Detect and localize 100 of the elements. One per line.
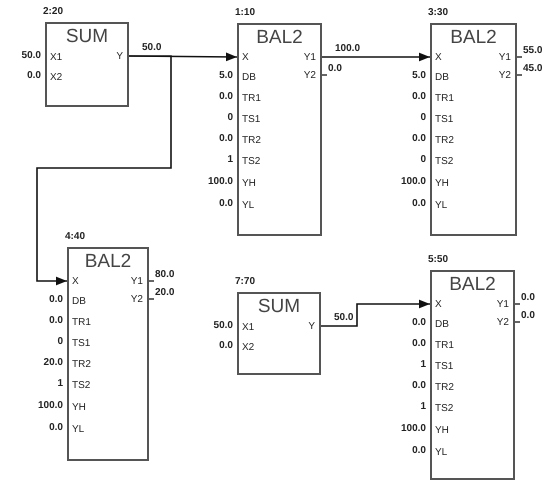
pin-value: 0 bbox=[420, 113, 426, 123]
pin-label: X bbox=[435, 53, 442, 63]
pin-value: 100.0 bbox=[38, 401, 63, 411]
pin-label: TR1 bbox=[435, 341, 454, 351]
pin-label: X1 bbox=[242, 323, 254, 333]
pin-label: X2 bbox=[242, 343, 254, 353]
pin-label: DB bbox=[435, 73, 449, 83]
pin-value: 0.0 bbox=[219, 199, 233, 209]
pin-value: 0 bbox=[420, 155, 426, 165]
pin-value: 1 bbox=[420, 402, 426, 412]
block-title: SUM bbox=[256, 297, 302, 316]
pin-label: YH bbox=[72, 403, 86, 413]
pin-label: Y bbox=[308, 322, 315, 332]
pin-value: 55.0 bbox=[523, 46, 542, 56]
pin-value: 0.0 bbox=[219, 92, 233, 102]
pin-value: 0.0 bbox=[219, 134, 233, 144]
block-title: BAL2 bbox=[448, 275, 497, 294]
pin-label: X bbox=[72, 277, 79, 287]
pin-label: TR1 bbox=[242, 94, 261, 104]
pin-label: TR1 bbox=[72, 318, 91, 328]
block-id: 3:30 bbox=[428, 8, 448, 18]
pin-value: 1 bbox=[420, 360, 426, 370]
block-title: BAL2 bbox=[84, 252, 132, 271]
pin-label: TS2 bbox=[435, 404, 454, 414]
pin-label: Y1 bbox=[304, 53, 316, 63]
pin-label: X1 bbox=[50, 53, 62, 63]
pin-label: YH bbox=[435, 426, 449, 436]
pin-value: 0.0 bbox=[521, 311, 535, 321]
pin-label: X bbox=[435, 300, 442, 310]
pin-label: Y2 bbox=[498, 71, 511, 81]
pin-label: DB bbox=[242, 73, 256, 83]
connector-arrow bbox=[322, 52, 430, 62]
pin-value: 5.0 bbox=[412, 71, 426, 81]
pin-label: Y bbox=[116, 52, 123, 62]
pin-label: X bbox=[242, 53, 249, 63]
pin-label: YL bbox=[72, 425, 84, 435]
pin-label: YH bbox=[435, 179, 449, 189]
block-title: BAL2 bbox=[255, 28, 304, 47]
pin-value: 0.0 bbox=[49, 316, 63, 326]
pin-label: DB bbox=[72, 297, 86, 307]
pin-value: 0.0 bbox=[412, 199, 426, 209]
pin-value: 100.0 bbox=[400, 424, 426, 434]
pin-label: TS2 bbox=[72, 381, 90, 391]
pin-label: Y2 bbox=[496, 318, 509, 328]
block-title: BAL2 bbox=[449, 28, 498, 47]
pin-label: TS1 bbox=[435, 115, 454, 125]
pin-label: TR1 bbox=[435, 94, 454, 104]
pin-value: 1 bbox=[227, 155, 233, 165]
function-block bbox=[237, 23, 322, 236]
function-block bbox=[430, 23, 517, 236]
pin-value: 0.0 bbox=[412, 381, 426, 391]
edge-label: 50.0 bbox=[333, 313, 354, 323]
pin-label: TS1 bbox=[72, 339, 90, 349]
pin-label: TS2 bbox=[435, 157, 454, 167]
edge-label: 50.0 bbox=[141, 43, 162, 53]
pin-label: TR2 bbox=[435, 383, 454, 393]
pin-value: 100.0 bbox=[400, 177, 426, 187]
block-title: SUM bbox=[64, 27, 110, 46]
pin-value: 80.0 bbox=[155, 270, 174, 280]
pin-value: 0 bbox=[57, 337, 63, 347]
pin-label: TS1 bbox=[435, 362, 454, 372]
function-block bbox=[67, 247, 149, 461]
pin-value: 1 bbox=[57, 379, 63, 389]
pin-label: X2 bbox=[50, 73, 62, 83]
pin-label: YL bbox=[435, 201, 448, 211]
connector-arrow bbox=[321, 300, 430, 327]
pin-label: TS2 bbox=[242, 157, 260, 167]
block-id: 4:40 bbox=[65, 232, 86, 242]
pin-value: 0.0 bbox=[412, 339, 426, 349]
function-block bbox=[430, 270, 515, 480]
pin-value: 45.0 bbox=[523, 64, 542, 74]
pin-value: 0.0 bbox=[49, 423, 63, 433]
pin-value: 50.0 bbox=[214, 321, 233, 331]
block-id: 7:70 bbox=[235, 277, 256, 287]
block-id: 1:10 bbox=[235, 8, 256, 18]
pin-label: Y1 bbox=[496, 300, 509, 310]
pin-label: Y1 bbox=[498, 53, 511, 63]
pin-value: 100.0 bbox=[208, 177, 233, 187]
pin-label: TR2 bbox=[72, 360, 91, 370]
pin-value: 0.0 bbox=[521, 293, 535, 303]
edge-label: 100.0 bbox=[334, 44, 362, 54]
function-block bbox=[237, 292, 321, 375]
pin-label: Y2 bbox=[304, 71, 316, 81]
pin-value: 0.0 bbox=[49, 295, 63, 305]
pin-label: YL bbox=[435, 448, 448, 458]
pin-value: 5.0 bbox=[219, 71, 233, 81]
pin-label: YL bbox=[242, 201, 254, 211]
pin-value: 0.0 bbox=[412, 318, 426, 328]
pin-label: Y1 bbox=[130, 277, 143, 287]
pin-value: 0.0 bbox=[412, 446, 426, 456]
block-id: 2:20 bbox=[43, 7, 64, 17]
pin-value: 0.0 bbox=[412, 134, 426, 144]
pin-value: 0.0 bbox=[219, 341, 233, 351]
pin-label: TR2 bbox=[435, 136, 454, 146]
pin-label: YH bbox=[242, 179, 256, 189]
pin-value: 0 bbox=[227, 113, 233, 123]
pin-label: TR2 bbox=[242, 136, 261, 146]
pin-value: 0.0 bbox=[27, 71, 41, 81]
pin-value: 0.0 bbox=[328, 64, 342, 74]
pin-value: 20.0 bbox=[44, 358, 63, 368]
